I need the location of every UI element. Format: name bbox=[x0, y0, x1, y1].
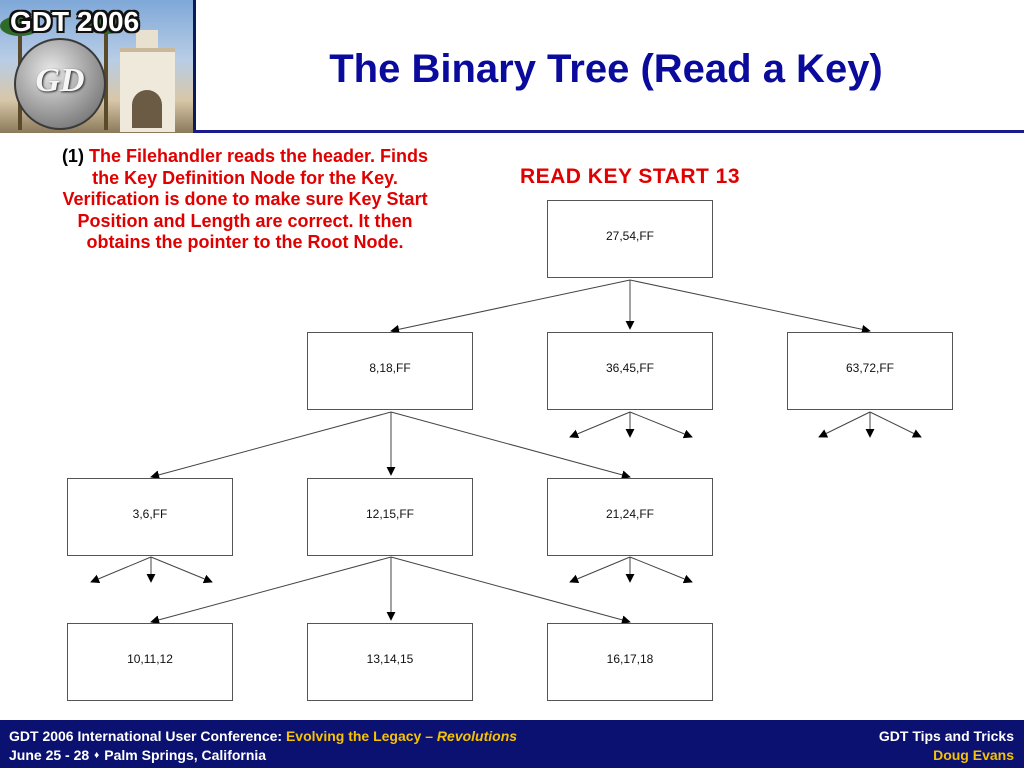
stub-arrow bbox=[629, 556, 693, 584]
speaker-name: Doug Evans bbox=[933, 747, 1014, 763]
conference-logo: GD GDT 2006 bbox=[0, 0, 196, 133]
stub-arrow bbox=[869, 411, 922, 438]
tree-node-l1-left: 8,18,FF bbox=[307, 332, 473, 410]
tree-node-l3-right: 16,17,18 bbox=[547, 623, 713, 701]
session-title: GDT Tips and Tricks bbox=[878, 728, 1014, 744]
palm-leaves-icon bbox=[86, 14, 126, 34]
tree-connectors bbox=[90, 279, 922, 625]
tree-node-l3-mid: 13,14,15 bbox=[307, 623, 473, 701]
palm-tree-icon bbox=[104, 20, 108, 130]
tree-node-l2-mid: 12,15,FF bbox=[307, 478, 473, 556]
edge-l2-right bbox=[390, 556, 631, 625]
tree-node-l2-left: 3,6,FF bbox=[67, 478, 233, 556]
node-label: 10,11,12 bbox=[127, 652, 173, 666]
node-label: 21,24,FF bbox=[605, 507, 655, 521]
tree-node-l2-right: 21,24,FF bbox=[547, 478, 713, 556]
edge-l2-left bbox=[150, 556, 392, 625]
tree-node-l1-right: 63,72,FF bbox=[787, 332, 953, 410]
palm-leaves-icon bbox=[0, 16, 40, 36]
stub-arrow bbox=[629, 411, 693, 439]
step-text: The Filehandler reads the header. Finds … bbox=[62, 146, 429, 252]
edge-root-left bbox=[390, 279, 631, 334]
footer-date-line: June 25 - 28 ♦ Palm Springs, California bbox=[9, 747, 266, 763]
node-label: 63,72,FF bbox=[845, 361, 895, 375]
edge-l1-right bbox=[390, 411, 631, 480]
diagram-title: READ KEY START 13 bbox=[519, 165, 741, 188]
edge-l1-left bbox=[150, 411, 392, 480]
conference-theme: Evolving the Legacy – bbox=[285, 728, 434, 744]
building-arch bbox=[132, 90, 162, 128]
stub-arrow bbox=[150, 556, 213, 584]
stub-arrow bbox=[818, 411, 871, 438]
footer-conference-line: GDT 2006 International User Conference: … bbox=[9, 728, 517, 744]
conference-name: GDT 2006 International User Conference: bbox=[9, 728, 283, 744]
node-label: 16,17,18 bbox=[606, 652, 654, 666]
node-label: 36,45,FF bbox=[605, 361, 655, 375]
conference-theme-italic: Revolutions bbox=[436, 728, 518, 744]
gd-badge-icon: GD bbox=[14, 38, 106, 130]
tree-node-root: 27,54,FF bbox=[547, 200, 713, 278]
diamond-separator-icon: ♦ bbox=[94, 750, 100, 761]
tree-node-l1-mid: 36,45,FF bbox=[547, 332, 713, 410]
footer-bar: GDT 2006 International User Conference: … bbox=[0, 720, 1024, 768]
logo-title: GDT 2006 bbox=[10, 6, 140, 37]
stub-arrow bbox=[569, 411, 631, 439]
edge-root-right bbox=[629, 279, 871, 334]
step-note: (1) The Filehandler reads the header. Fi… bbox=[50, 146, 440, 254]
step-number: (1) bbox=[61, 146, 84, 166]
node-label: 12,15,FF bbox=[365, 507, 415, 521]
page-title: The Binary Tree (Read a Key) bbox=[329, 47, 883, 91]
node-label: 3,6,FF bbox=[132, 507, 168, 521]
node-label: 8,18,FF bbox=[369, 361, 411, 375]
node-label: 27,54,FF bbox=[605, 229, 655, 243]
node-label: 13,14,15 bbox=[366, 652, 414, 666]
conference-dates: June 25 - 28 bbox=[9, 747, 90, 763]
title-divider bbox=[193, 130, 1024, 133]
stub-arrow bbox=[90, 556, 152, 584]
badge-text: GD bbox=[35, 62, 85, 99]
conference-location: Palm Springs, California bbox=[104, 747, 267, 763]
stub-arrow bbox=[569, 556, 631, 584]
tree-node-l3-left: 10,11,12 bbox=[67, 623, 233, 701]
